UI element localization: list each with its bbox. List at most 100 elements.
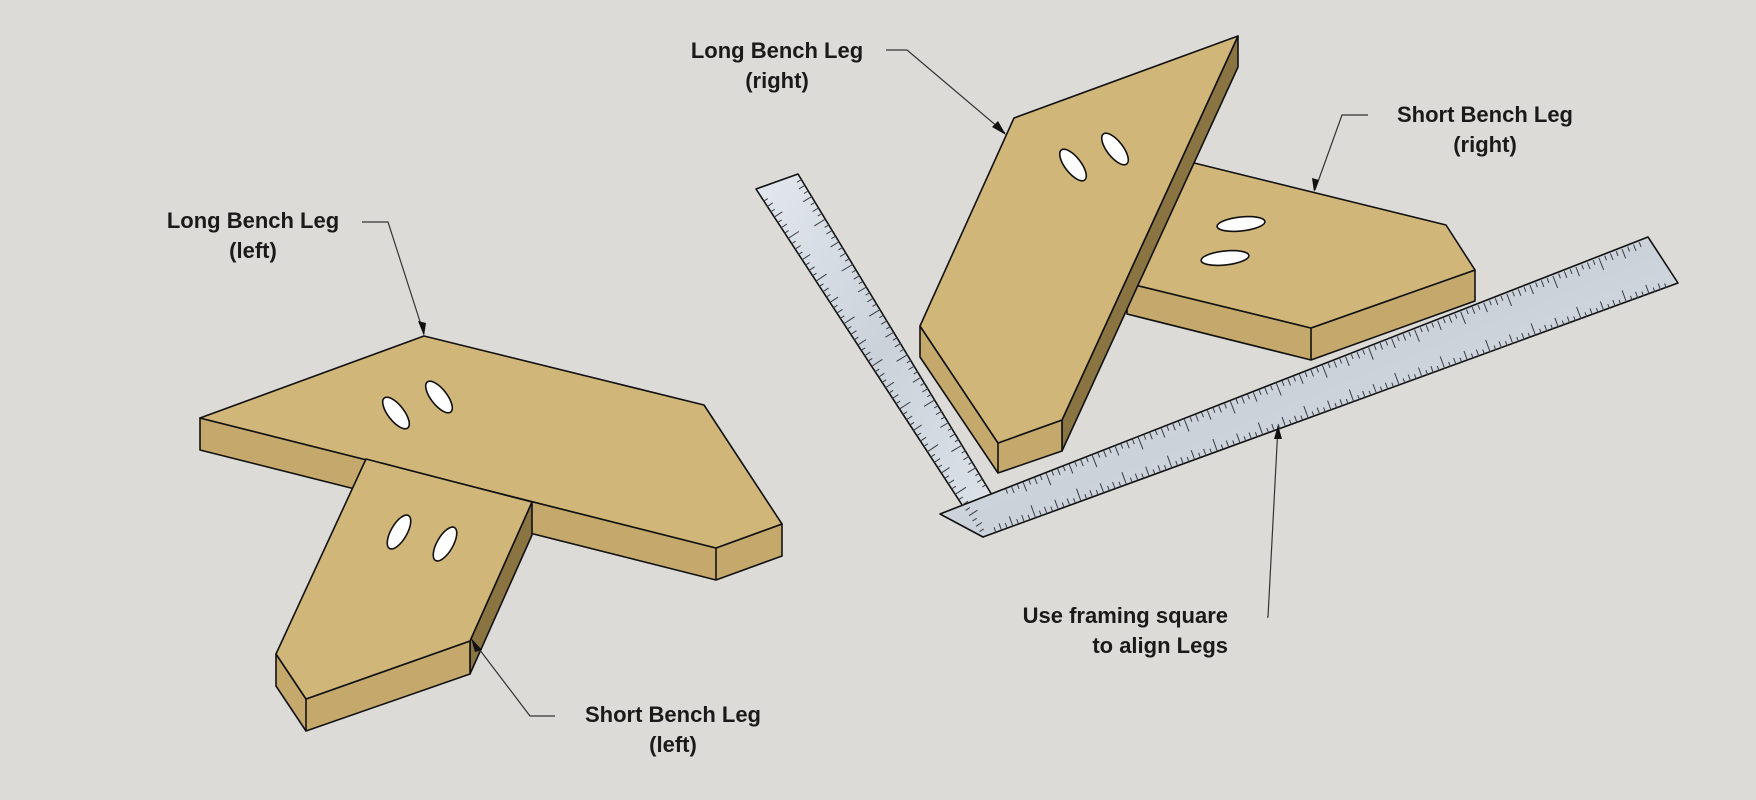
graduation-tick [1045, 472, 1052, 486]
graduation-tick [1264, 387, 1268, 395]
graduation-tick [913, 371, 919, 375]
graduation-tick [947, 427, 953, 431]
graduation-tick [1257, 422, 1264, 435]
graduation-tick [1396, 336, 1400, 342]
pocket-hole [432, 526, 458, 562]
graduation-tick [930, 453, 936, 458]
graduation-tick [794, 245, 801, 250]
graduation-tick [1091, 454, 1098, 468]
graduation-tick [1258, 390, 1262, 395]
graduation-tick [1248, 432, 1252, 440]
graduation-tick [1512, 291, 1515, 297]
graduation-tick [975, 522, 983, 527]
graduation-tick [1134, 473, 1139, 481]
graduation-tick [1598, 257, 1605, 271]
graduation-tick [1220, 444, 1224, 450]
graduation-tick [1103, 450, 1107, 458]
graduation-tick [1569, 268, 1573, 274]
graduation-tick [998, 523, 1002, 531]
graduation-tick [947, 479, 955, 485]
graduation-tick [1362, 349, 1366, 355]
graduation-tick [857, 339, 867, 346]
graduation-tick [798, 251, 803, 256]
graduation-tick [1334, 403, 1338, 409]
graduation-tick [1402, 378, 1406, 384]
graduation-tick [1327, 400, 1332, 411]
graduation-tick [1498, 341, 1502, 349]
label-line: Short Bench Leg [584, 702, 761, 727]
graduation-tick [805, 262, 810, 266]
graduation-tick [1145, 466, 1150, 477]
graduation-tick [1043, 506, 1048, 514]
graduation-tick [1523, 286, 1527, 292]
pocket-hole [1200, 249, 1250, 267]
graduation-tick [1448, 316, 1453, 323]
graduation-tick [1385, 340, 1389, 346]
graduation-tick [1475, 349, 1480, 357]
graduation-tick [1183, 419, 1190, 432]
graduation-tick [1589, 308, 1593, 316]
graduation-tick [780, 223, 788, 229]
label-short-bench-leg-right: Short Bench Leg (right) [1378, 100, 1592, 160]
graduation-tick [1485, 339, 1491, 353]
graduation-tick [1097, 452, 1101, 458]
leader-arrowheads [418, 121, 1319, 652]
graduation-tick [1630, 295, 1633, 301]
graduation-tick [1535, 282, 1538, 288]
graduation-tick [908, 365, 915, 370]
graduation-tick [1198, 452, 1201, 458]
graduation-tick [770, 208, 775, 213]
graduation-tick [1431, 322, 1435, 328]
graduation-tick [857, 286, 867, 293]
graduation-tick [1118, 481, 1122, 487]
graduation-tick [1166, 455, 1173, 469]
graduation-tick [850, 330, 857, 335]
graduation-tick [1121, 472, 1127, 485]
label-use-framing-square: Use framing square to align Legs [976, 601, 1228, 661]
graduation-tick [927, 393, 932, 398]
graduation-tick [1454, 313, 1458, 319]
graduation-tick [853, 336, 859, 341]
graduation-tick [773, 211, 783, 218]
graduation-tick [1027, 514, 1031, 520]
graduation-tick [885, 331, 895, 338]
graduation-tick [1621, 248, 1627, 259]
graduation-tick [1212, 407, 1216, 413]
graduation-tick [1561, 320, 1565, 326]
graduation-tick [868, 308, 881, 317]
graduation-tick [933, 458, 941, 463]
graduation-tick [1391, 338, 1396, 349]
graduation-tick [913, 424, 922, 431]
graduation-tick [1466, 309, 1469, 315]
leader-framing-square [1267, 425, 1279, 618]
graduation-tick [1229, 401, 1236, 414]
graduation-tick [916, 432, 922, 437]
graduation-tick [951, 444, 963, 453]
graduation-tick [935, 410, 943, 416]
graduation-tick [1247, 394, 1250, 400]
graduation-tick [1407, 374, 1412, 382]
graduation-tick [826, 229, 833, 235]
graduation-tick [1552, 275, 1559, 289]
graduation-tick [1089, 490, 1093, 497]
graduation-tick [895, 400, 901, 405]
graduation-tick [949, 433, 956, 438]
graduation-tick [1500, 295, 1504, 301]
graduation-tick [1323, 407, 1326, 413]
graduation-tick [1034, 477, 1038, 485]
graduation-tick [1345, 356, 1350, 366]
graduation-tick [817, 213, 823, 217]
graduation-tick [1356, 351, 1361, 359]
graduation-tick [1175, 460, 1178, 466]
graduation-tick [954, 486, 967, 495]
graduation-tick [1581, 264, 1584, 270]
graduation-tick [902, 411, 908, 415]
graduation-tick [920, 382, 926, 386]
graduation-tick [1633, 244, 1637, 252]
graduation-tick [1477, 304, 1481, 310]
graduation-tick [958, 496, 964, 501]
graduation-tick [815, 273, 827, 282]
graduation-tick [1304, 372, 1308, 378]
leader-short-leg-right [1314, 114, 1368, 191]
